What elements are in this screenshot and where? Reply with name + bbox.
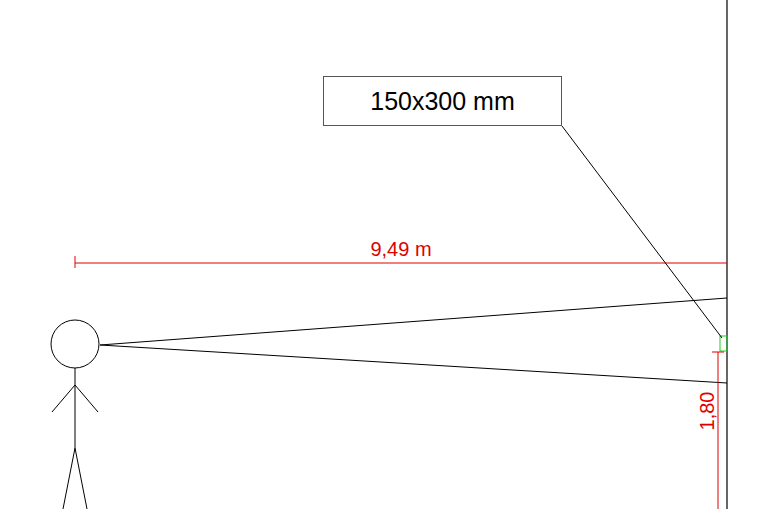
callout-box: 150x300 mm <box>323 76 562 126</box>
sign-rect <box>720 336 727 351</box>
figure-head <box>51 320 99 368</box>
figure-arm <box>52 385 75 412</box>
leader-line <box>562 126 722 338</box>
dimension-tick <box>712 352 724 353</box>
figure-leg <box>75 448 87 509</box>
dimension-tick <box>75 256 76 268</box>
dimension-label: 9,49 m <box>370 238 431 260</box>
sight-line <box>100 345 727 383</box>
callout-text: 150x300 mm <box>370 86 515 116</box>
sight-line <box>100 298 727 345</box>
dimension-line <box>75 263 727 264</box>
wall-line <box>726 0 727 509</box>
height-dimension-line <box>718 352 719 509</box>
figure-arm <box>75 385 98 412</box>
figure-leg <box>63 448 75 509</box>
figure-body <box>75 368 76 448</box>
height-label: 1,80 <box>696 392 718 431</box>
